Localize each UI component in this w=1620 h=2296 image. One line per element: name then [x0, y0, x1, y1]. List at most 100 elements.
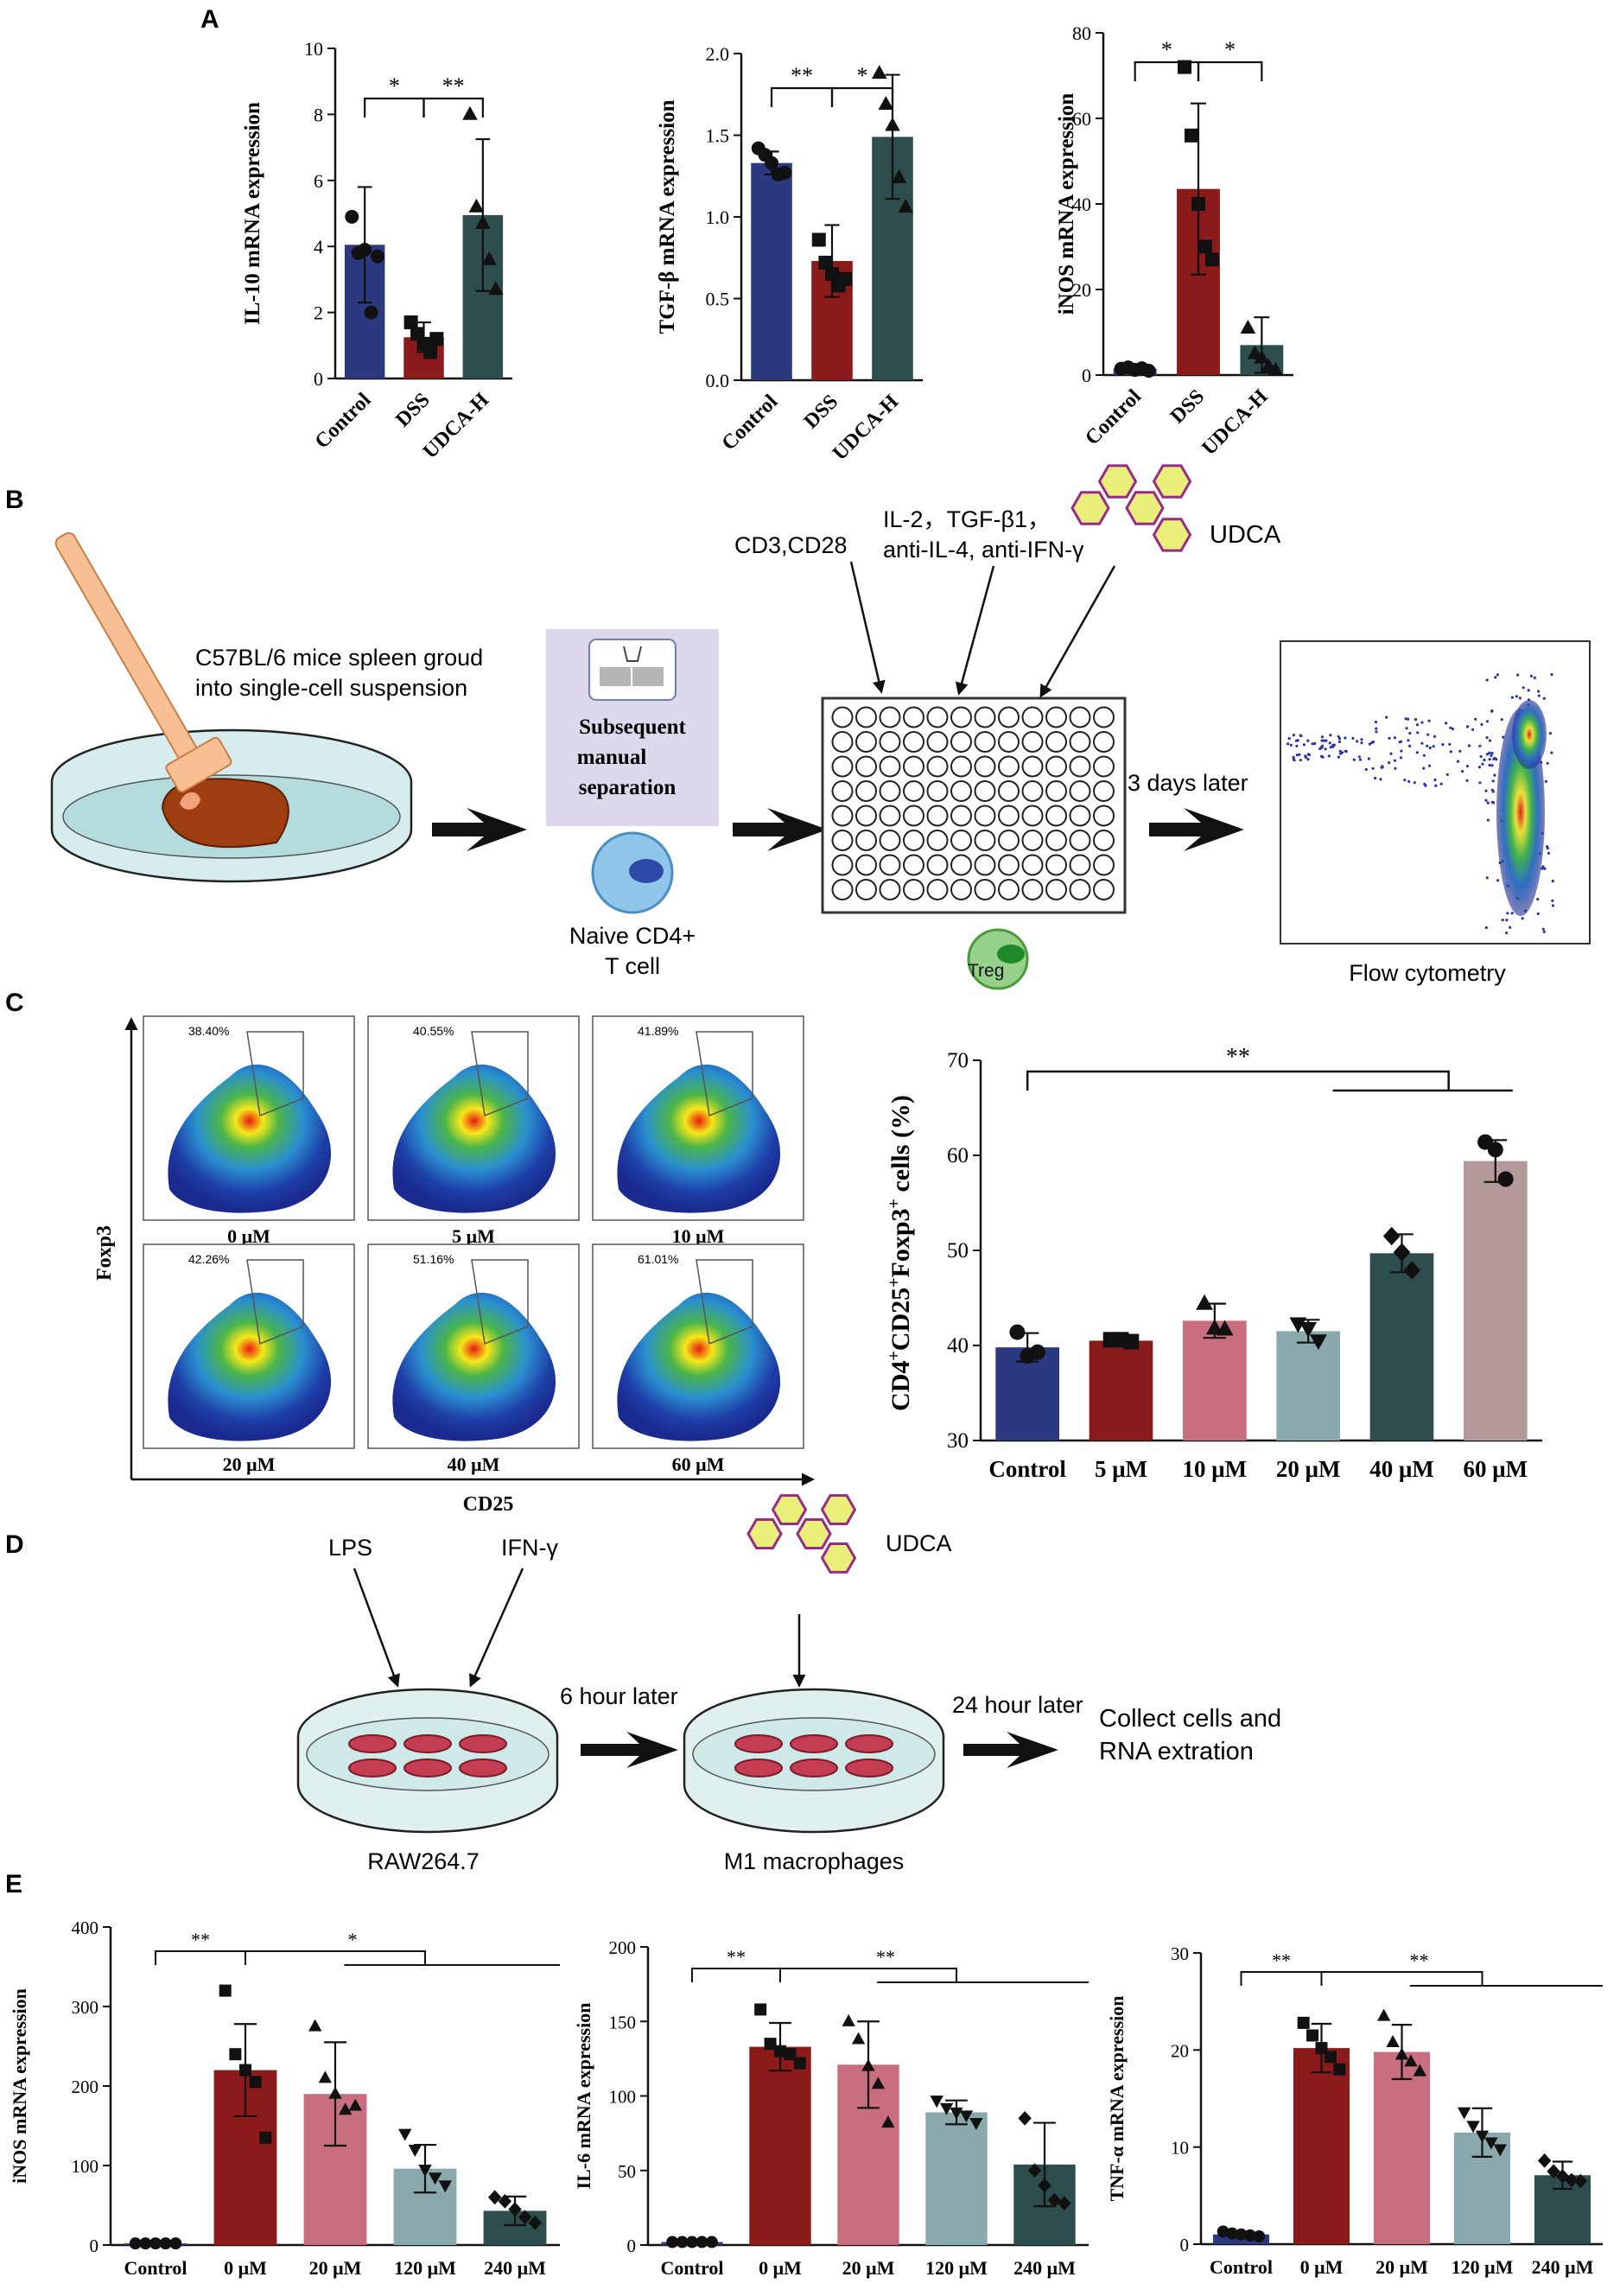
well [1093, 879, 1115, 900]
c-chart-point [1393, 1243, 1411, 1262]
flow-dot [1488, 751, 1491, 754]
a-sig-label: ** [442, 73, 465, 99]
e-chart-1-point [488, 2190, 502, 2205]
flow-dot [1551, 904, 1555, 907]
well [998, 780, 1020, 802]
flow-dot [1510, 696, 1514, 699]
well [903, 755, 924, 778]
flow-dot [1485, 736, 1489, 740]
flow-dot [1490, 752, 1494, 755]
e-chart-1-point [428, 2172, 442, 2185]
flow-dot [1551, 899, 1554, 902]
macrophage-cell [734, 1734, 783, 1753]
flow-dot [1292, 734, 1295, 737]
well [1093, 706, 1115, 728]
flow-dot [1506, 912, 1509, 915]
flow-dot [1374, 776, 1377, 780]
a-chart-1-point [468, 198, 485, 213]
e-chart-1-ytick-label: 300 [72, 1997, 99, 2018]
panel-d: LPS IFN-γ 6 hour later 24 hour later Col… [296, 1494, 1281, 1874]
panel-label-a: A [200, 5, 219, 34]
e-chart-2-point [1038, 2178, 1051, 2193]
facs-percentage: 51.16% [413, 1252, 454, 1266]
e-chart-3-point [1333, 2063, 1346, 2076]
flow-dot [1408, 731, 1412, 735]
flow-dot [1542, 930, 1546, 933]
a-chart-3-ytick-label: 40 [1072, 194, 1091, 215]
facs-density [617, 1292, 781, 1441]
flow-dot [1505, 919, 1509, 922]
c-sig-label: ** [1226, 1044, 1250, 1071]
a-chart-3-ytick-label: 80 [1072, 22, 1091, 44]
well [855, 731, 877, 753]
flow-dot [1375, 727, 1378, 730]
c-ylabel-part: + [885, 1277, 904, 1287]
flow-dot [1313, 741, 1317, 746]
a-chart-2-ytick-label: 1.0 [706, 207, 730, 228]
c-chart-point [1487, 1142, 1503, 1158]
facs-percentage: 61.01% [638, 1252, 678, 1266]
macrophage-cell [845, 1734, 893, 1753]
macrophage-cell [348, 1734, 397, 1753]
e-chart-1-point [408, 2145, 422, 2157]
well [1093, 830, 1115, 851]
twentyfour-hour-label: 24 hour later [952, 1692, 1083, 1718]
e-chart-2-point [969, 2117, 983, 2130]
e-chart-1-point [338, 2102, 353, 2115]
a-sig-label: * [857, 63, 868, 88]
macrophage-cell [790, 1734, 838, 1753]
well [903, 706, 924, 728]
e-chart-3-point [1306, 2029, 1319, 2042]
a-chart-2-ylabel: TGF-β mRNA expression [656, 99, 679, 334]
flow-dot [1287, 737, 1291, 741]
facs-plot: 38.40%0 μM [143, 1015, 355, 1247]
flow-dot [1428, 746, 1432, 750]
flow-dot [1486, 801, 1490, 805]
a-chart-2-ytick-label: 0.5 [706, 289, 730, 310]
e-chart-2-point [871, 2077, 886, 2089]
well [1021, 805, 1044, 827]
a-chart-3-point [1141, 364, 1156, 378]
panel-b: C57BL/6 mice spleen groud into single-ce… [50, 464, 1591, 990]
a-chart-3-ylabel: iNOS mRNA expression [1055, 93, 1078, 315]
panel-label-d: D [5, 1530, 24, 1559]
m1-label: M1 macrophages [724, 1848, 905, 1874]
raw-dish [296, 1688, 559, 1834]
a-chart-2-point [838, 271, 853, 286]
hexagon-ring [1125, 491, 1165, 525]
flow-dot [1321, 755, 1325, 759]
flow-dot [1424, 784, 1427, 787]
c-chart-category-label: Control [988, 1456, 1066, 1482]
well [926, 780, 949, 802]
m1-dish [683, 1688, 945, 1834]
c-sig-bracket [1026, 1070, 1450, 1091]
e-chart-3-ytick-label: 30 [1171, 1943, 1189, 1964]
e-chart-2-point [666, 2236, 679, 2248]
e-chart-1-point [328, 2086, 342, 2099]
flow-dot [1527, 689, 1530, 692]
flow-dot [1485, 753, 1490, 756]
e-chart-2-point [861, 2058, 875, 2071]
facs-concentration-label: 20 μM [223, 1453, 276, 1475]
petri-dish-spleen [50, 531, 413, 883]
a-chart-1-point [487, 281, 504, 296]
a-sig-label: ** [791, 63, 813, 88]
flow-dot [1422, 754, 1426, 757]
e-chart-3-point [1386, 2034, 1400, 2047]
a-sig-bracket [770, 86, 834, 107]
e-chart-1-ytick-label: 400 [72, 1918, 99, 1938]
e-chart-2-point [1058, 2196, 1071, 2211]
e-chart-3-ylabel: TNF-α mRNA expression [1106, 1996, 1128, 2202]
facs-concentration-label: 0 μM [227, 1225, 270, 1247]
panel-label-b: B [5, 486, 24, 514]
well [879, 706, 901, 728]
flow-dot [1368, 742, 1371, 746]
flow-dot [1537, 694, 1541, 697]
a-chart-1-point [422, 345, 437, 359]
flow-dot [1550, 673, 1553, 677]
